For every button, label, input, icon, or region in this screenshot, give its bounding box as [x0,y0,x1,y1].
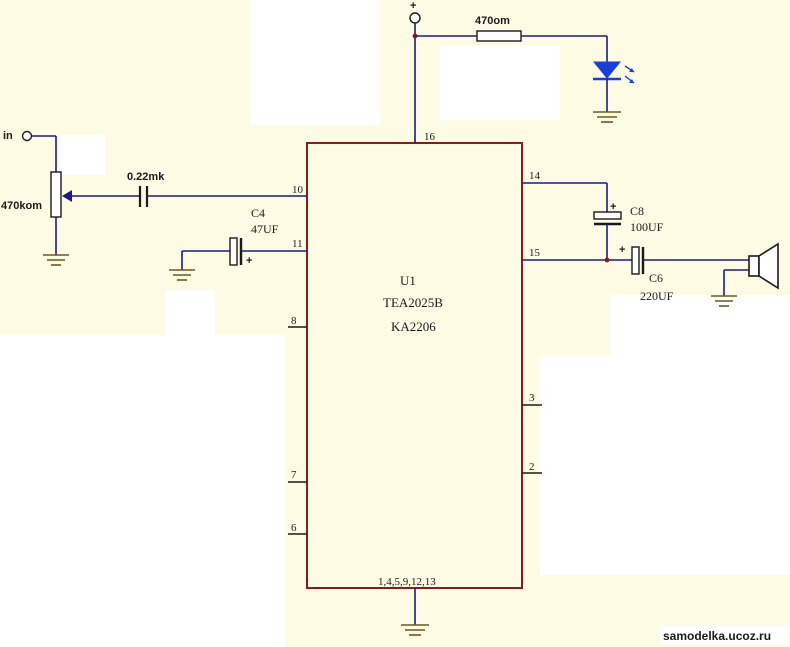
input-label: in [3,130,13,142]
pot-value-label: 470kom [1,200,42,212]
paper-patch [610,295,790,355]
watermark-backdrop [660,626,788,644]
pin16-label: 16 [424,131,436,143]
c4-plus-label: + [246,255,252,267]
c6-plus-label: + [619,244,625,256]
ground-icon [711,295,737,307]
supply-terminal [409,12,421,24]
coupling-cap-value-label: 0.22mk [127,171,165,183]
resistor-value-label: 470om [475,15,510,27]
pot-wiper-arrow [62,190,72,202]
paper-patch [250,0,380,125]
c6-ref-label: C6 [649,271,663,285]
input-terminal [21,130,33,142]
paper-patch [60,135,105,175]
c8-plus-label: + [610,201,616,213]
ic-alt-part-label: KA2206 [391,319,436,334]
paper-patch [165,290,215,370]
ground-icon [169,269,195,281]
resistor-icon [476,30,522,42]
paper-patch [440,45,560,120]
pin3-label: 3 [529,392,535,404]
pin6-label: 6 [291,522,297,534]
potentiometer-icon [50,171,62,218]
c4-ref-label: C4 [251,206,265,220]
ic-ref-label: U1 [400,273,416,288]
ground-icon [401,624,429,636]
ic-ground-pins-label: 1,4,5,9,12,13 [378,576,436,588]
pin2-label: 2 [529,461,535,473]
speaker-icon [748,242,779,290]
junction-dot [604,257,610,263]
c8-ref-label: C8 [630,204,644,218]
paper-patch [0,335,285,647]
c6-value-label: 220UF [640,289,674,303]
c4-value-label: 47UF [251,222,279,236]
pin7-label: 7 [291,469,297,481]
pin8-label: 8 [291,315,297,327]
supply-plus-label: + [410,0,416,12]
pin14-label: 14 [529,170,541,182]
ground-icon [43,254,69,266]
c8-value-label: 100UF [630,220,664,234]
pin10-label: 10 [292,184,304,196]
watermark-text: samodelka.ucoz.ru [663,629,771,643]
pin15-label: 15 [529,247,541,259]
pin11-label: 11 [292,238,303,250]
ic-part-label: TEA2025B [383,295,443,310]
paper-patch [540,355,790,575]
ground-icon [593,111,621,123]
